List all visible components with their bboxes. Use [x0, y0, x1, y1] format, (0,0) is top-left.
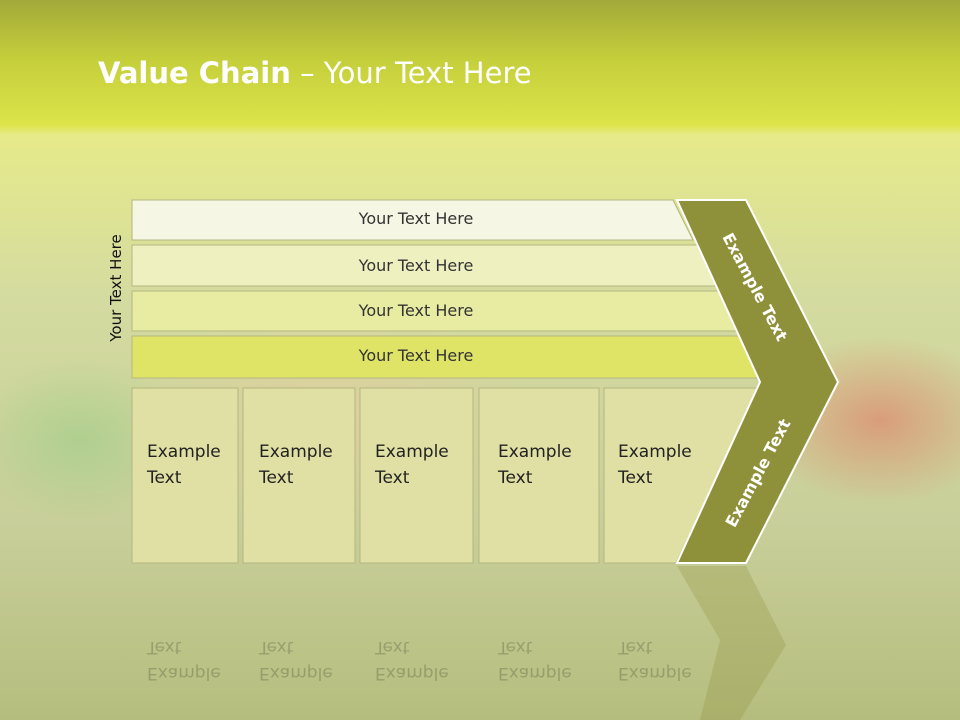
column-label-2: Example Text: [259, 442, 333, 488]
bar-label-2: Your Text Here: [358, 256, 474, 275]
chevron-shape[interactable]: [675, 199, 840, 564]
title-rest: – Your Text Here: [290, 56, 532, 90]
column-2[interactable]: [242, 387, 356, 564]
slide-title: Value Chain – Your Text Here: [98, 56, 532, 90]
bar-label-3: Your Text Here: [358, 301, 474, 320]
column-label-4: Example Text: [498, 442, 572, 488]
bar-label-1: Your Text Here: [358, 209, 474, 228]
column-label-5: Example Text: [618, 442, 692, 488]
column-label-1: Example Text: [147, 442, 221, 488]
column-3[interactable]: [359, 387, 474, 564]
column-1[interactable]: [131, 387, 239, 564]
column-label-3: Example Text: [375, 442, 449, 488]
bar-label-4: Your Text Here: [358, 346, 474, 365]
chevron-reflection: [677, 566, 786, 720]
bar-1[interactable]: [131, 199, 694, 241]
column-4[interactable]: [478, 387, 600, 564]
title-bold: Value Chain: [98, 56, 291, 90]
